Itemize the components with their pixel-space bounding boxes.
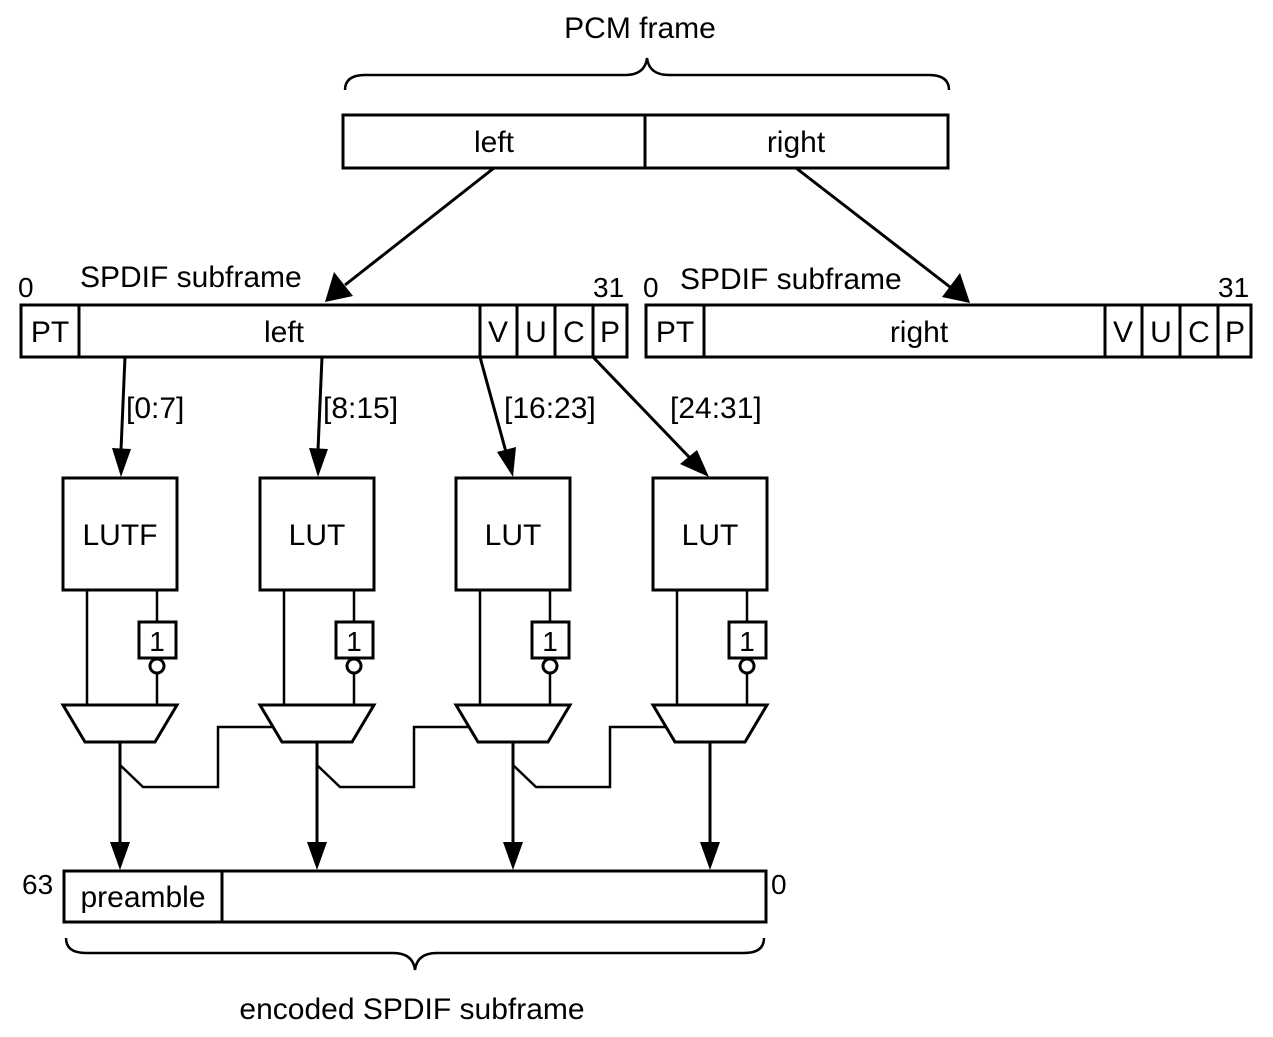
- encoded-frame-label: encoded SPDIF subframe: [239, 993, 584, 1026]
- pcm-left-cell: [341, 113, 647, 170]
- right-subframe-bit-start: 0: [643, 272, 659, 303]
- right-data-label: right: [890, 316, 949, 349]
- inverter-3: [727, 620, 768, 660]
- left-pt-label: PT: [31, 316, 69, 349]
- mux-0: [60, 703, 180, 744]
- inverter-label-1: 1: [346, 626, 362, 657]
- right-v-label: V: [1113, 316, 1133, 349]
- right-subframe-title: SPDIF subframe: [680, 263, 902, 296]
- mux-output-arrow-1: [307, 742, 327, 870]
- preamble-label: preamble: [80, 881, 205, 914]
- inverter-bubble-0: [148, 657, 166, 675]
- inverter-label-2: 1: [542, 626, 558, 657]
- encoded-frame-box: preamble: [62, 869, 768, 924]
- left-subframe-box: PT left V U C P: [19, 303, 629, 359]
- encoded-frame-brace: [64, 937, 766, 971]
- mux-1: [257, 703, 377, 744]
- mux-2: [453, 703, 573, 744]
- lut-block-2: [454, 476, 572, 592]
- lut-label-1: LUT: [289, 519, 346, 552]
- lut-label-0: LUTF: [83, 519, 158, 552]
- right-c-label: C: [1188, 316, 1210, 349]
- right-p-cell: [1216, 303, 1253, 359]
- left-u-cell: [515, 303, 557, 359]
- left-c-label: C: [563, 316, 585, 349]
- pcm-frame-brace: [343, 57, 951, 91]
- left-subframe-title: SPDIF subframe: [80, 261, 302, 294]
- pcm-left-arrow: [325, 166, 495, 302]
- mux-3: [650, 703, 770, 744]
- pcm-right-cell: [643, 113, 950, 170]
- lut-label-2: LUT: [485, 519, 542, 552]
- pcm-right-arrow: [795, 166, 970, 303]
- right-pt-cell: [644, 303, 706, 359]
- bit-range-label-2: [16:23]: [504, 392, 596, 425]
- left-data-label: left: [264, 316, 305, 349]
- right-u-cell: [1140, 303, 1182, 359]
- encoded-bit-start: 63: [22, 869, 53, 900]
- bit-range-arrow-3: [591, 355, 709, 477]
- pcm-right-label: right: [767, 126, 826, 159]
- right-subframe-box: PT right V U C P: [644, 303, 1253, 359]
- mux-output-arrow-0: [110, 742, 130, 870]
- left-p-label: P: [600, 316, 620, 349]
- right-v-cell: [1103, 303, 1144, 359]
- left-data-cell: [77, 303, 482, 359]
- lut-label-3: LUT: [682, 519, 739, 552]
- select-wire-0-1: [119, 725, 273, 789]
- left-p-cell: [591, 303, 629, 359]
- right-p-label: P: [1225, 316, 1245, 349]
- left-pt-cell: [19, 303, 81, 359]
- mux-output-arrow-2: [503, 742, 523, 870]
- left-v-label: V: [488, 316, 508, 349]
- right-data-cell: [702, 303, 1107, 359]
- encoded-bit-end: 0: [771, 869, 787, 900]
- left-subframe-bit-end: 31: [593, 272, 624, 303]
- left-c-cell: [553, 303, 595, 359]
- lut-stage-0: LUTF 1: [60, 476, 180, 744]
- select-wire-2-3: [512, 725, 666, 789]
- right-pt-label: PT: [656, 316, 694, 349]
- encoded-data-cell: [220, 869, 768, 924]
- inverter-label-3: 1: [739, 626, 755, 657]
- inverter-bubble-2: [541, 657, 559, 675]
- lut-block-3: [651, 476, 769, 592]
- pcm-frame-label: PCM frame: [564, 12, 716, 45]
- bit-range-arrow-1: [309, 356, 328, 477]
- bit-range-label-0: [0:7]: [126, 392, 184, 425]
- right-u-label: U: [1150, 316, 1172, 349]
- lut-stage-1: LUT 1: [257, 476, 377, 744]
- lut-block-1: [258, 476, 376, 592]
- inverter-label-0: 1: [149, 626, 165, 657]
- mux-output-arrow-3: [700, 742, 720, 870]
- pcm-frame-box: left right: [341, 113, 950, 170]
- left-subframe-bit-start: 0: [18, 272, 34, 303]
- lut-stage-2: LUT 1: [453, 476, 573, 744]
- bit-range-arrow-0: [112, 356, 131, 477]
- left-u-label: U: [525, 316, 547, 349]
- right-subframe-bit-end: 31: [1218, 272, 1249, 303]
- preamble-cell: [62, 869, 224, 924]
- bit-range-label-3: [24:31]: [670, 392, 762, 425]
- pcm-left-label: left: [474, 126, 515, 159]
- select-wire-1-2: [316, 725, 469, 789]
- bit-range-arrow-2: [478, 356, 516, 477]
- inverter-bubble-1: [345, 657, 363, 675]
- lut-stage-3: LUT 1: [650, 476, 770, 744]
- inverter-bubble-3: [738, 657, 756, 675]
- bit-range-label-1: [8:15]: [323, 392, 398, 425]
- lut-block-0: [61, 476, 179, 592]
